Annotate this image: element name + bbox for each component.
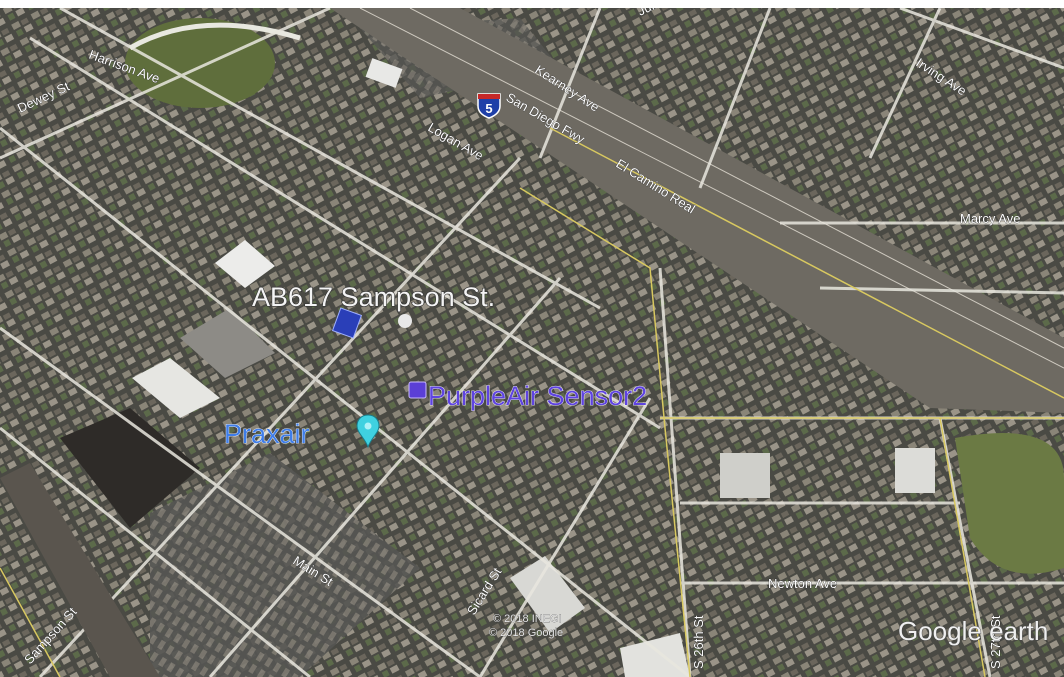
ab617-marker[interactable]	[331, 307, 363, 339]
ab617-label[interactable]: AB617 Sampson St.	[251, 281, 495, 312]
park-east	[955, 433, 1064, 574]
attribution-inegi: © 2018 INEGI	[493, 613, 562, 625]
rail-corridor	[0, 463, 160, 677]
warehouse-white	[132, 358, 220, 418]
road-outline-yellow	[0, 127, 1064, 677]
freeway-i5	[330, 8, 1064, 413]
interstate-shield: 5	[477, 93, 501, 119]
warehouse-roof-se	[895, 448, 935, 493]
praxair-label[interactable]: Praxair	[224, 419, 310, 450]
praxair-pin-icon[interactable]	[356, 414, 380, 449]
warehouse-dark	[60, 408, 200, 528]
warehouse-roof-south	[510, 556, 585, 633]
satellite-map[interactable]: 5 Julian Ave Kearney Ave Irving Ave San …	[0, 8, 1064, 677]
street-grid	[0, 8, 1064, 677]
interstate-shield-number: 5	[485, 101, 492, 116]
attribution-google: © 2018 Google	[489, 627, 563, 639]
freeway-lane-1	[359, 8, 1064, 369]
street-label-s26: S 26th St	[691, 615, 706, 669]
warehouse-roof-corner	[620, 633, 690, 677]
warehouse-roof	[215, 240, 275, 288]
street-label-s27: S 27th St	[988, 615, 1003, 669]
parking-lot-southwest	[150, 453, 420, 677]
purpleair-marker[interactable]	[408, 381, 427, 399]
street-label-marcy: Marcy Ave	[960, 211, 1020, 226]
roof-north	[365, 58, 403, 88]
warehouse-roof-center	[720, 453, 770, 498]
park-northwest	[125, 18, 275, 108]
ab617-dish	[398, 314, 412, 328]
purpleair-label[interactable]: PurpleAir Sensor2	[428, 381, 648, 412]
street-label-newton: Newton Ave	[768, 576, 837, 591]
google-earth-logo: Google earth	[898, 616, 1048, 646]
warehouse-gray	[180, 308, 275, 378]
caption-strip	[0, 0, 1064, 8]
